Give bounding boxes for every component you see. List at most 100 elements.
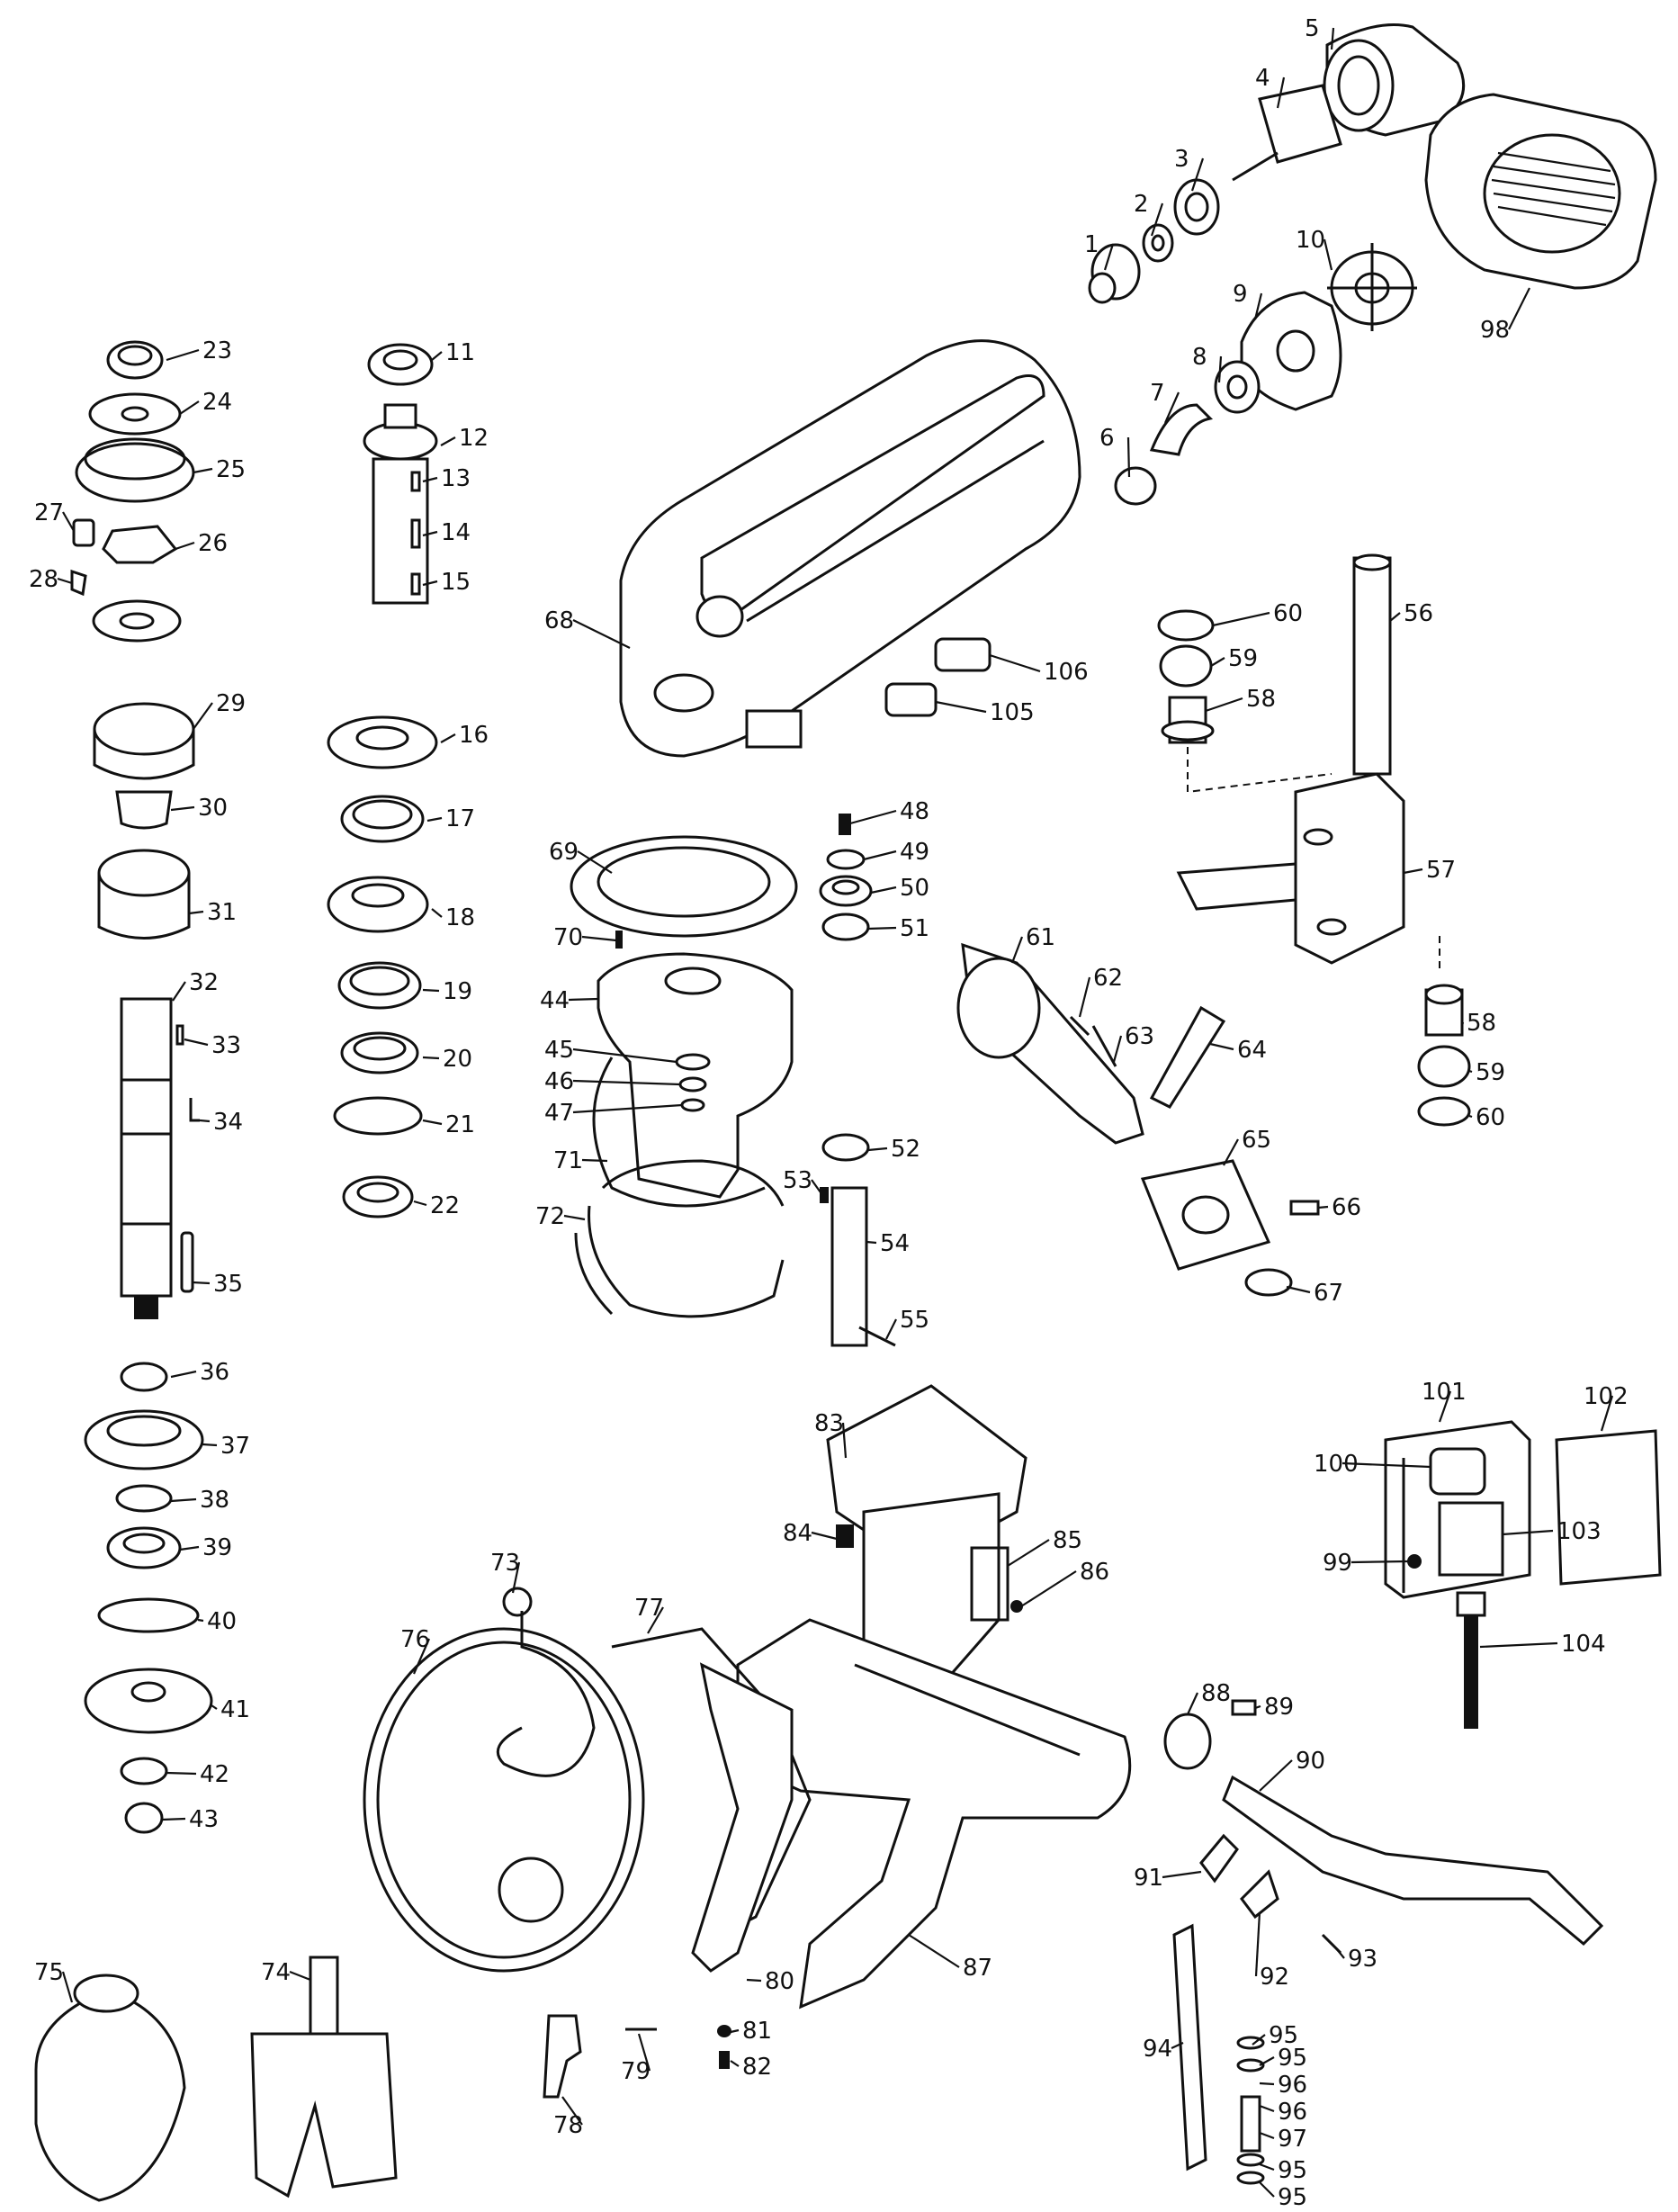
leader-line-p25	[193, 467, 213, 474]
part-label-p74: 74	[261, 1959, 291, 1986]
leader-line-p92	[1254, 1911, 1261, 1977]
key-15	[410, 572, 421, 596]
leader-line-p71	[581, 1158, 608, 1163]
leader-line-p100	[1342, 1461, 1431, 1469]
leader-line-p58b	[1460, 1021, 1465, 1027]
part-label-p76: 76	[400, 1626, 430, 1653]
ring-19	[337, 961, 422, 1010]
cord-104	[1456, 1591, 1486, 1729]
leader-line-p59b	[1468, 1069, 1473, 1074]
part-label-p56: 56	[1404, 600, 1433, 627]
lever-pin-91	[1199, 1833, 1239, 1884]
part-label-p66: 66	[1332, 1194, 1361, 1221]
part-label-p22: 22	[430, 1192, 460, 1219]
leader-line-p55	[885, 1318, 897, 1340]
part-label-p7: 7	[1150, 380, 1165, 407]
leader-line-p96a	[1259, 2082, 1275, 2086]
part-label-p65: 65	[1242, 1127, 1271, 1154]
part-label-p81: 81	[742, 2018, 772, 2045]
part-label-p11: 11	[445, 339, 475, 366]
leader-line-p86	[1020, 1570, 1077, 1607]
leader-line-p39	[179, 1545, 200, 1551]
part-label-p91: 91	[1134, 1865, 1163, 1892]
part-label-p24a: 24	[202, 389, 232, 416]
leader-line-p64	[1209, 1042, 1234, 1051]
gear-37	[84, 1409, 204, 1470]
part-label-p54: 54	[880, 1230, 910, 1257]
part-label-p55: 55	[900, 1307, 929, 1334]
part-label-p62: 62	[1093, 965, 1123, 992]
leader-line-p77	[647, 1606, 664, 1634]
part-label-p4: 4	[1255, 65, 1270, 92]
leader-line-p35	[192, 1281, 211, 1285]
part-label-p26: 26	[198, 530, 228, 557]
part-label-p60b: 60	[1476, 1104, 1505, 1131]
part-label-p36: 36	[200, 1359, 229, 1386]
part-label-p101: 101	[1422, 1379, 1467, 1406]
part-label-p96a: 96	[1278, 2072, 1307, 2099]
motor-cover-98	[1424, 93, 1657, 290]
part-label-p97: 97	[1278, 2126, 1307, 2153]
leader-line-p42	[166, 1771, 197, 1776]
leader-line-p93	[1335, 1947, 1345, 1959]
screw-82	[719, 2051, 730, 2069]
leader-line-p15	[422, 580, 438, 587]
washer-38	[115, 1484, 173, 1513]
part-label-p29: 29	[216, 690, 246, 717]
part-label-p84: 84	[783, 1520, 812, 1547]
bearing-52	[821, 1133, 870, 1162]
part-label-p6: 6	[1099, 425, 1115, 452]
leader-line-p2	[1150, 202, 1164, 237]
part-label-p85: 85	[1053, 1527, 1082, 1554]
leader-line-p32	[172, 981, 186, 1002]
part-label-p43: 43	[189, 1806, 219, 1833]
board-103	[1438, 1501, 1504, 1577]
part-label-p1: 1	[1084, 231, 1099, 258]
part-label-p41: 41	[220, 1696, 250, 1723]
leader-line-p53	[811, 1179, 821, 1193]
leader-line-p30	[170, 805, 195, 812]
leader-line-p83	[841, 1422, 848, 1459]
leader-line-p9	[1253, 292, 1263, 320]
leader-line-p38	[170, 1497, 197, 1503]
key-34	[189, 1098, 200, 1122]
leader-line-p45	[572, 1048, 677, 1064]
leader-line-p13	[422, 476, 438, 483]
spring-59b	[1417, 1045, 1471, 1088]
leader-line-p90	[1259, 1759, 1293, 1792]
key-53	[820, 1187, 829, 1203]
leader-line-p44	[568, 997, 599, 1002]
part-label-p5: 5	[1305, 15, 1320, 42]
part-label-p59a: 59	[1228, 645, 1258, 672]
leader-line-p85	[1007, 1539, 1050, 1567]
leader-line-p6	[1126, 436, 1131, 478]
part-label-p42: 42	[200, 1761, 229, 1788]
housing-41	[84, 1668, 213, 1734]
leader-line-p95d	[1259, 2181, 1275, 2198]
leader-line-p21	[422, 1119, 443, 1126]
key-14	[410, 518, 421, 549]
leader-line-p102	[1600, 1395, 1614, 1432]
part-label-p3: 3	[1174, 146, 1189, 173]
part-label-p33: 33	[211, 1032, 241, 1059]
part-label-p59b: 59	[1476, 1059, 1505, 1086]
part-label-p49: 49	[900, 839, 929, 866]
part-label-p93: 93	[1348, 1946, 1377, 1973]
washer-36	[120, 1362, 168, 1392]
lift-lever-90	[1222, 1775, 1604, 1947]
part-label-p44: 44	[540, 987, 570, 1014]
leader-line-p51	[867, 926, 897, 931]
leader-line-p65	[1223, 1138, 1239, 1166]
part-label-p13: 13	[441, 465, 471, 492]
switch-105	[884, 682, 938, 717]
leader-line-p29	[193, 702, 213, 730]
leader-line-p94	[1171, 2042, 1184, 2049]
part-label-p45: 45	[544, 1037, 574, 1064]
leader-line-p36	[170, 1370, 197, 1379]
part-label-p2: 2	[1134, 191, 1149, 218]
leader-line-p81	[730, 2028, 740, 2034]
gear-18	[327, 876, 429, 933]
leader-line-p87	[908, 1934, 960, 1968]
bushing-43	[124, 1802, 164, 1834]
